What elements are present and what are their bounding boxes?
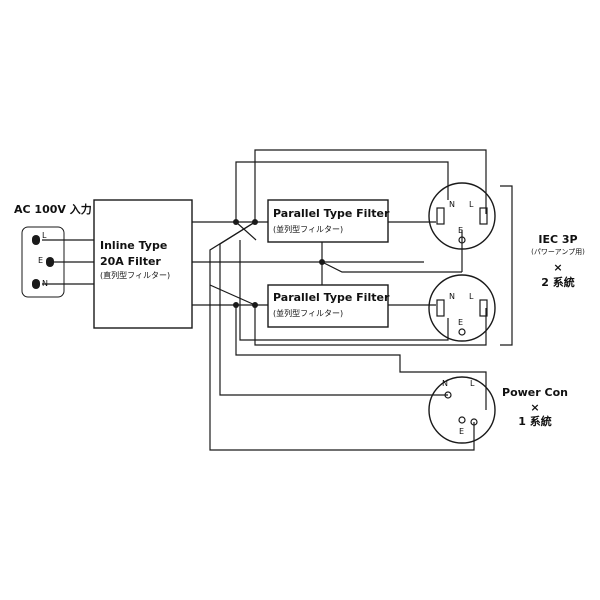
plug-label-n: N — [42, 279, 48, 288]
powercon-pin-l: L — [470, 379, 475, 388]
iec-times: × — [553, 261, 563, 274]
parallel-filter-bottom-box — [267, 284, 389, 328]
iec2-pin-l: L — [469, 292, 474, 301]
iec-label: IEC 3P — [538, 233, 578, 246]
junction-dot — [319, 259, 325, 265]
junction-dot — [233, 302, 239, 308]
iec1-pin-n: N — [449, 200, 455, 209]
inline-filter-line1: Inline Type — [100, 239, 168, 252]
iec-outlet-2 — [428, 274, 496, 342]
parallel-filter-top-sub: (並列型フィルター) — [273, 225, 344, 234]
plug-pin-e — [46, 257, 54, 267]
powercon-count: 1 系統 — [518, 415, 552, 428]
iec2-pin-e: E — [458, 318, 464, 327]
plug-pin-l — [32, 235, 40, 245]
iec1-pin-e: E — [458, 226, 464, 235]
iec-sub: (パワーアンプ用) — [531, 248, 585, 256]
parallel-filter-top-title: Parallel Type Filter — [273, 207, 390, 220]
powercon-pin-n: N — [442, 379, 448, 388]
inline-filter-box — [93, 199, 193, 329]
powercon-pin-e: E — [459, 427, 465, 436]
powercon-outlet — [428, 376, 496, 444]
iec1-pin-l: L — [469, 200, 474, 209]
plug-label-e: E — [38, 256, 44, 265]
parallel-filter-top-box — [267, 199, 389, 243]
parallel-filter-bottom-sub: (並列型フィルター) — [273, 309, 344, 318]
iec2-pin-n: N — [449, 292, 455, 301]
powercon-times: × — [530, 401, 540, 414]
junction-dot — [252, 302, 258, 308]
iec-count: 2 系統 — [541, 276, 575, 289]
ac-input-title: AC 100V 入力 — [14, 203, 92, 216]
iec-bracket — [500, 185, 513, 346]
parallel-filter-bottom-title: Parallel Type Filter — [273, 291, 390, 304]
inline-filter-line2: 20A Filter — [100, 255, 161, 268]
powercon-label: Power Con — [502, 386, 568, 399]
plug-pin-n — [32, 279, 40, 289]
junction-dot — [233, 219, 239, 225]
inline-filter-sub: (直列型フィルター) — [100, 271, 171, 280]
plug-label-l: L — [42, 231, 47, 240]
junction-dot — [252, 219, 258, 225]
